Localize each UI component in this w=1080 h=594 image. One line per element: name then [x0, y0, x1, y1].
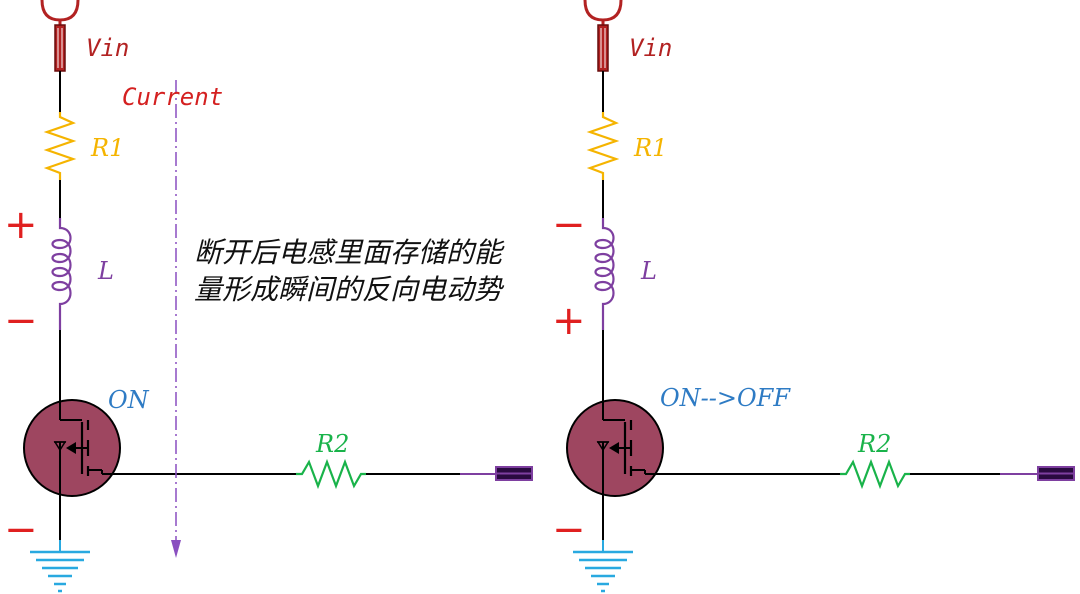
- left-vin-terminal: [40, 0, 80, 72]
- left-ground-sign: −: [4, 507, 38, 553]
- left-l-label: L: [97, 257, 114, 285]
- left-resistor-r1: [43, 112, 77, 180]
- left-inductor-l: [51, 218, 72, 330]
- left-circuit: Vin R1 L + −: [4, 0, 533, 593]
- right-vin-terminal: [583, 0, 623, 72]
- right-r1-label: R1: [633, 134, 667, 162]
- left-r2-label: R2: [315, 430, 349, 458]
- right-inductor-l: [594, 218, 615, 330]
- right-r2-label: R2: [857, 430, 891, 458]
- left-inductor-bottom-sign: −: [4, 298, 38, 344]
- right-switch-state: ON-->OFF: [660, 384, 791, 412]
- right-resistor-r1: [586, 112, 620, 180]
- explanation-note-line1: 断开后电感里面存储的能: [194, 236, 505, 269]
- explanation-note-line2: 量形成瞬间的反向电动势: [194, 273, 505, 306]
- right-ground-symbol: [573, 540, 633, 593]
- current-label: Current: [122, 83, 223, 111]
- left-ground-symbol: [30, 540, 90, 593]
- left-inductor-top-sign: +: [4, 202, 38, 248]
- current-arrow: [171, 80, 181, 558]
- left-vin-label: Vin: [86, 34, 129, 62]
- left-switch-state: ON: [108, 386, 150, 414]
- right-inductor-bottom-sign: +: [552, 298, 586, 344]
- right-inductor-top-sign: −: [552, 202, 586, 248]
- right-circuit: Vin R1 L − + ON-->OFF: [552, 0, 1075, 593]
- right-ground-sign: −: [552, 507, 586, 553]
- right-resistor-r2: [840, 458, 910, 490]
- left-r1-label: R1: [90, 134, 124, 162]
- right-l-label: L: [640, 257, 657, 285]
- right-mosfet: [566, 384, 664, 497]
- right-vin-label: Vin: [629, 34, 672, 62]
- left-resistor-r2: [296, 458, 366, 490]
- left-mosfet: [23, 384, 121, 497]
